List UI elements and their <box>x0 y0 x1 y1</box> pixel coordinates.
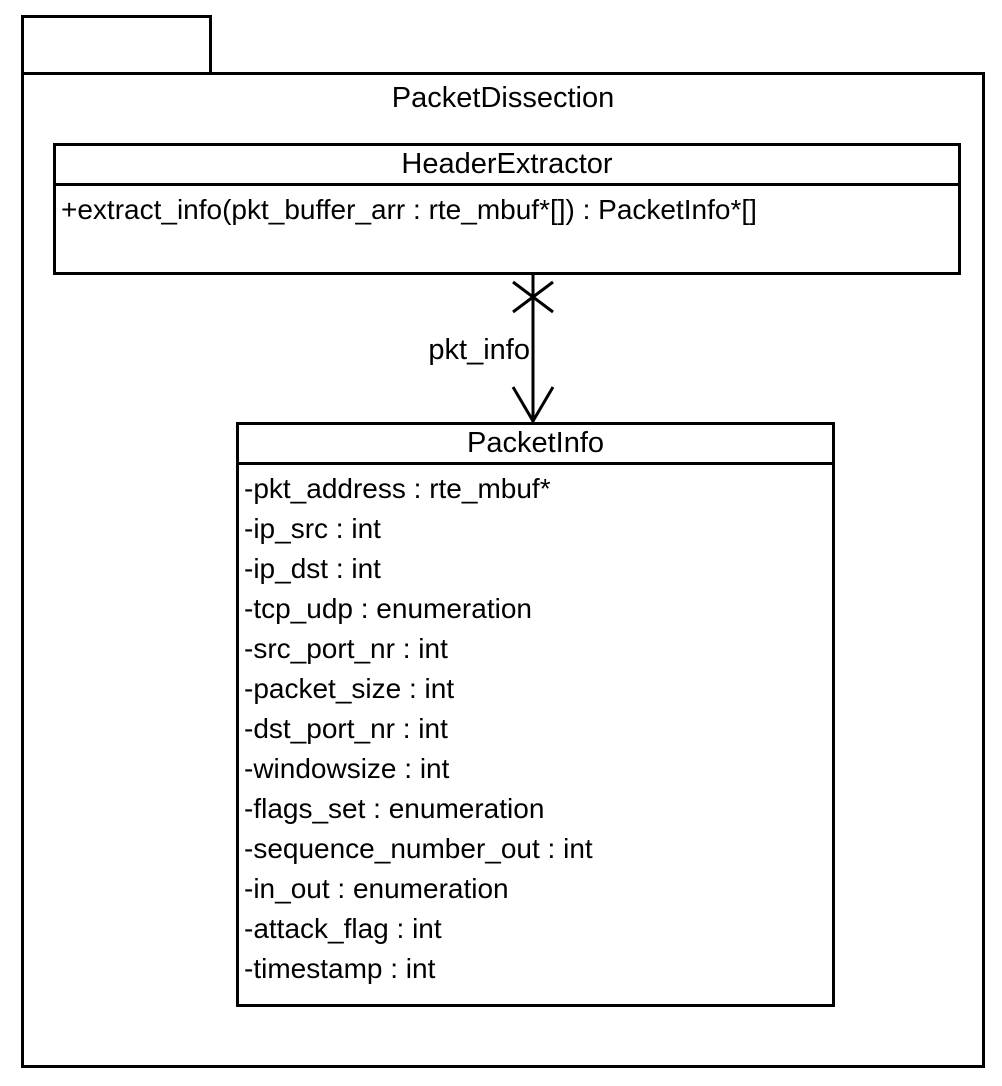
attribute-dst-port-nr: -dst_port_nr : int <box>244 713 448 744</box>
class-packet-info: PacketInfo -pkt_address : rte_mbuf* -ip_… <box>236 422 835 1007</box>
method-extract-info: +extract_info(pkt_buffer_arr : rte_mbuf*… <box>61 194 757 225</box>
association-label: pkt_info <box>428 334 530 366</box>
class-packet-info-attributes: -pkt_address : rte_mbuf* -ip_src : int -… <box>239 465 832 993</box>
package-tab <box>21 15 212 75</box>
class-packet-info-name: PacketInfo <box>239 425 832 465</box>
attribute-packet-size: -packet_size : int <box>244 673 455 704</box>
attribute-attack-flag: -attack_flag : int <box>244 913 442 944</box>
open-arrowhead-icon <box>511 386 555 424</box>
class-header-extractor-name: HeaderExtractor <box>56 146 958 186</box>
class-header-extractor: HeaderExtractor +extract_info(pkt_buffer… <box>53 143 961 275</box>
attribute-src-port-nr: -src_port_nr : int <box>244 633 448 664</box>
attribute-in-out: -in_out : enumeration <box>244 873 509 904</box>
attribute-windowsize: -windowsize : int <box>244 753 450 784</box>
non-navigable-x-icon <box>512 280 554 314</box>
attribute-ip-dst: -ip_dst : int <box>244 553 381 584</box>
attribute-flags-set: -flags_set : enumeration <box>244 793 545 824</box>
class-header-extractor-methods: +extract_info(pkt_buffer_arr : rte_mbuf*… <box>56 186 958 234</box>
attribute-tcp-udp: -tcp_udp : enumeration <box>244 593 532 624</box>
attribute-ip-src: -ip_src : int <box>244 513 381 544</box>
attribute-timestamp: -timestamp : int <box>244 953 436 984</box>
attribute-pkt-address: -pkt_address : rte_mbuf* <box>244 473 551 504</box>
package-name: PacketDissection <box>391 82 615 114</box>
association-connector <box>511 275 555 424</box>
attribute-sequence-number-out: -sequence_number_out : int <box>244 833 593 864</box>
